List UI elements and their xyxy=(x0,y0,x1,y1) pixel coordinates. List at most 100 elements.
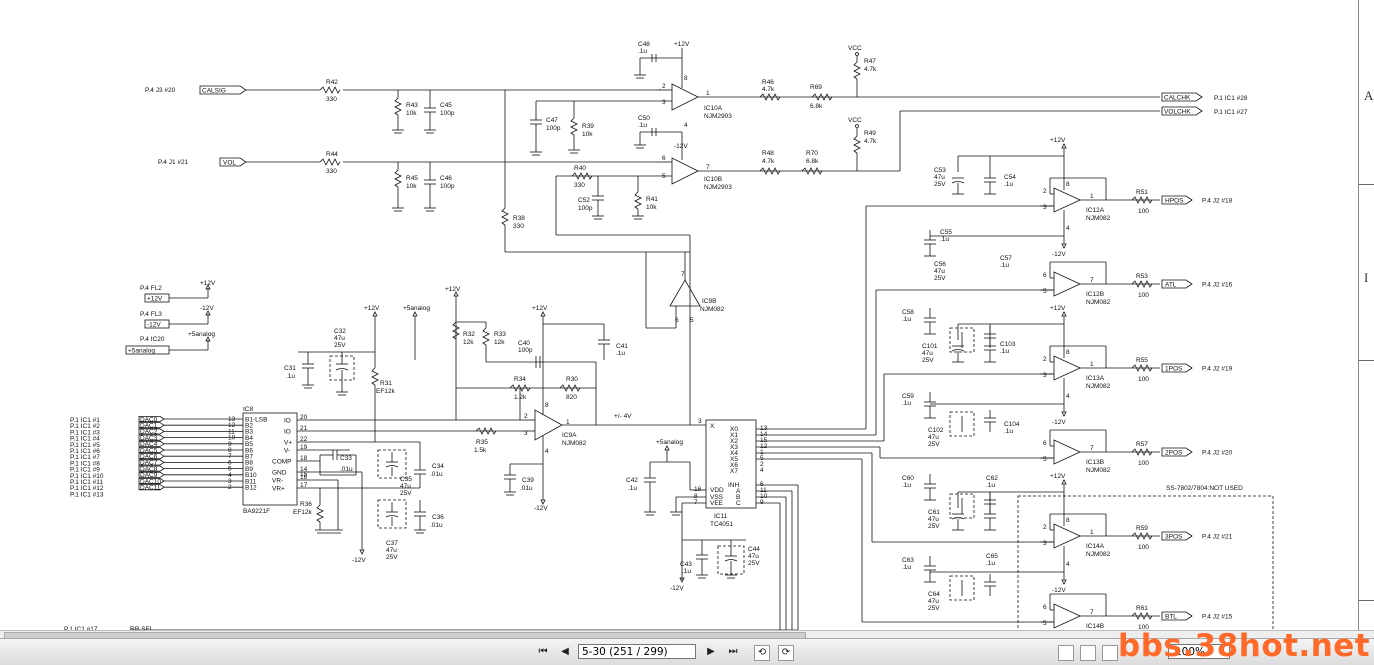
ic9a-pin1: 1 xyxy=(566,419,570,426)
zoom-field[interactable]: 100% xyxy=(1168,644,1230,659)
opamp-ic9b xyxy=(669,279,701,307)
c33-val: .01u xyxy=(340,466,353,473)
ic11-pin-number: 14 xyxy=(760,431,768,438)
buffer-tag: 1POS xyxy=(1165,366,1183,373)
ic11-pin-name: X5 xyxy=(730,456,738,463)
prev-page-icon[interactable]: ◀ xyxy=(561,646,569,657)
supply-p12-r32: +12V xyxy=(445,286,461,293)
ic8-pin-number: 17 xyxy=(300,482,308,489)
r30-ref: R30 xyxy=(566,376,578,383)
buffer-pin-out: 7 xyxy=(1090,609,1094,616)
not-used-outline xyxy=(1017,495,1274,633)
next-page-icon[interactable]: ▶ xyxy=(707,646,715,657)
c64-label: 25V xyxy=(928,605,940,612)
ic11-pin-number: 10 xyxy=(760,493,768,500)
r43-val: 10k xyxy=(406,110,417,117)
ic9a-pin8: 8 xyxy=(545,402,549,409)
c58-label: C58 xyxy=(902,309,914,316)
supply-p5a-tag: +5analog xyxy=(188,331,215,338)
c39-val: .01u xyxy=(520,485,533,492)
facing-icon[interactable] xyxy=(1102,645,1118,661)
connector-dac xyxy=(138,453,165,460)
r44-ref: R44 xyxy=(326,151,338,158)
c104-label: .1u xyxy=(1004,428,1013,435)
buffer-pin-out: 1 xyxy=(1090,529,1094,536)
c61-label: 25V xyxy=(928,523,940,530)
ic10b-pin4: 4 xyxy=(684,122,688,129)
ic11-pin-number: 4 xyxy=(760,467,764,474)
watermark: bbs.38hot.net xyxy=(1118,628,1371,664)
ic10b-pin6: 6 xyxy=(662,155,666,162)
buffer-ref: IC14A xyxy=(1086,543,1105,550)
ic11-pin-name: X1 xyxy=(730,432,738,439)
supply-p12-r31: +12V xyxy=(364,305,380,312)
c32-ref: C32 xyxy=(334,328,346,335)
ic8-pin-name: B8 xyxy=(245,460,253,467)
ic11-pin-name: A xyxy=(736,488,741,495)
back-view-icon[interactable]: ⟲ xyxy=(754,645,770,661)
r45-val: 10k xyxy=(406,183,417,190)
buffer-resistor xyxy=(1131,280,1153,288)
c54-label: .1u xyxy=(1004,181,1013,188)
connector-dac xyxy=(138,477,165,485)
label-p1-ic1-line: P.1 IC1 #12 xyxy=(70,485,104,492)
c45-val: 100p xyxy=(440,110,455,117)
first-page-icon[interactable]: ⏮ xyxy=(538,646,548,657)
c47-val: 100p xyxy=(546,125,561,132)
label-dac: DAC4 xyxy=(140,441,158,448)
supply-p12-ic9: +12V xyxy=(532,305,548,312)
continuous-icon[interactable] xyxy=(1080,645,1096,661)
buffer-resistor xyxy=(1131,612,1153,620)
ic8-pin-name: B10 xyxy=(245,472,257,479)
forward-view-icon[interactable]: ⟳ xyxy=(778,645,794,661)
ic11-pin-number: 3 xyxy=(698,418,702,425)
ic9a-pin3: 3 xyxy=(524,430,528,437)
buffer-ref: IC13A xyxy=(1086,375,1105,382)
last-page-icon[interactable]: ⏭ xyxy=(728,646,738,657)
c63-label: C63 xyxy=(902,557,914,564)
page-number-field[interactable]: 5-30 (251 / 299) xyxy=(578,644,696,659)
buffer-pin-noninv: 3 xyxy=(1043,204,1047,211)
r47-ref: R47 xyxy=(864,58,876,65)
c45-ref: C45 xyxy=(440,102,452,109)
label-dac: DAC0 xyxy=(140,416,158,423)
buffer-pin-4: 4 xyxy=(1066,561,1070,568)
c48-val: .1u xyxy=(638,48,647,55)
buffer-part: NJM082 xyxy=(1086,215,1111,222)
r34-val: 1.2k xyxy=(514,394,527,401)
opamp-buffer xyxy=(1053,355,1081,381)
label-p1-ic1-28: P.1 IC1 #28 xyxy=(1214,95,1248,102)
connector-dac xyxy=(138,465,165,472)
single-page-icon[interactable] xyxy=(1058,645,1074,661)
ic11-pin-name: X4 xyxy=(730,450,738,457)
r46-val: 4.7k xyxy=(762,86,775,93)
ic11-pin-number: 8 xyxy=(694,493,698,500)
c53-label: 47u xyxy=(934,174,945,181)
label-dac: DAC9 xyxy=(140,472,158,479)
r69-val: 6.8k xyxy=(810,103,823,110)
buffer-ref: IC14B xyxy=(1086,623,1104,630)
connector-buffer-out xyxy=(1161,611,1193,621)
r38-ref: R38 xyxy=(513,215,525,222)
ic11-pin-number: 13 xyxy=(760,425,768,432)
c55-label: .1u xyxy=(940,236,949,243)
r41-ref: R41 xyxy=(646,196,658,203)
ic11-pin-number: 6 xyxy=(760,481,764,488)
c57-label: C57 xyxy=(1000,255,1012,262)
buffer-pin-noninv: 5 xyxy=(1043,456,1047,463)
label-p1-ic1-line: P.1 IC1 #13 xyxy=(70,491,104,498)
ic11-pin-number: 9 xyxy=(760,499,764,506)
label-p1-ic1-line: P.1 IC1 #2 xyxy=(70,423,100,430)
mux-routes xyxy=(756,205,1054,623)
supply-p5a-ic11: +5analog xyxy=(656,439,683,446)
buffer-pin-out: 7 xyxy=(1090,445,1094,452)
c59-label: .1u xyxy=(902,400,911,407)
r49-ref: R49 xyxy=(864,130,876,137)
c58-label: .1u xyxy=(902,316,911,323)
ic11-pin-number: 7 xyxy=(694,499,698,506)
buffer-tag: 2POS xyxy=(1165,450,1183,457)
label-vol: VOL xyxy=(223,160,236,167)
c53-label: C53 xyxy=(934,167,946,174)
c43-val: .1u xyxy=(682,568,691,575)
